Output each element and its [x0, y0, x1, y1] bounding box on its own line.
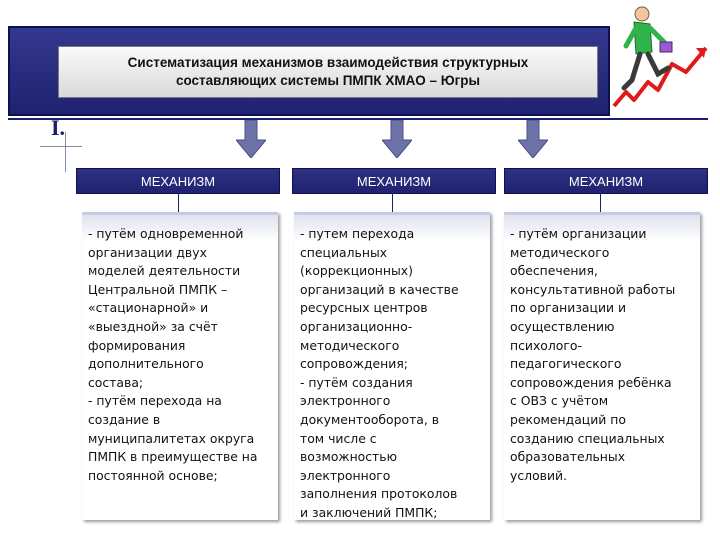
section-number: I. — [51, 115, 66, 140]
crosshair-vertical — [65, 132, 66, 172]
mechanism-text: - путем перехода специальных (коррекцион… — [300, 226, 459, 520]
walking-man-with-briefcase-icon — [612, 6, 708, 108]
mechanism-header-2: МЕХАНИЗМ — [292, 168, 496, 194]
down-arrow-icon — [382, 120, 412, 158]
crosshair-horizontal — [40, 146, 82, 147]
mechanism-text: - путём одновременной организации двух м… — [88, 226, 258, 483]
mechanism-text: - путём организации методического обеспе… — [510, 226, 676, 483]
section-divider-line — [8, 118, 708, 120]
mechanism-description-1: - путём одновременной организации двух м… — [82, 212, 278, 520]
mechanism-heading: МЕХАНИЗМ — [568, 173, 644, 189]
mechanism-header-3: МЕХАНИЗМ — [504, 168, 708, 194]
mechanism-header-1: МЕХАНИЗМ — [76, 168, 280, 194]
mechanism-description-3: - путём организации методического обеспе… — [504, 212, 700, 520]
mechanism-description-2: - путем перехода специальных (коррекцион… — [294, 212, 490, 520]
down-arrow-icon — [236, 120, 266, 158]
down-arrow-icon — [518, 120, 548, 158]
title-box: Систематизация механизмов взаимодействия… — [58, 46, 598, 98]
mechanism-heading: МЕХАНИЗМ — [140, 173, 216, 189]
mechanism-heading: МЕХАНИЗМ — [356, 173, 432, 189]
page-title: Систематизация механизмов взаимодействия… — [127, 55, 529, 88]
